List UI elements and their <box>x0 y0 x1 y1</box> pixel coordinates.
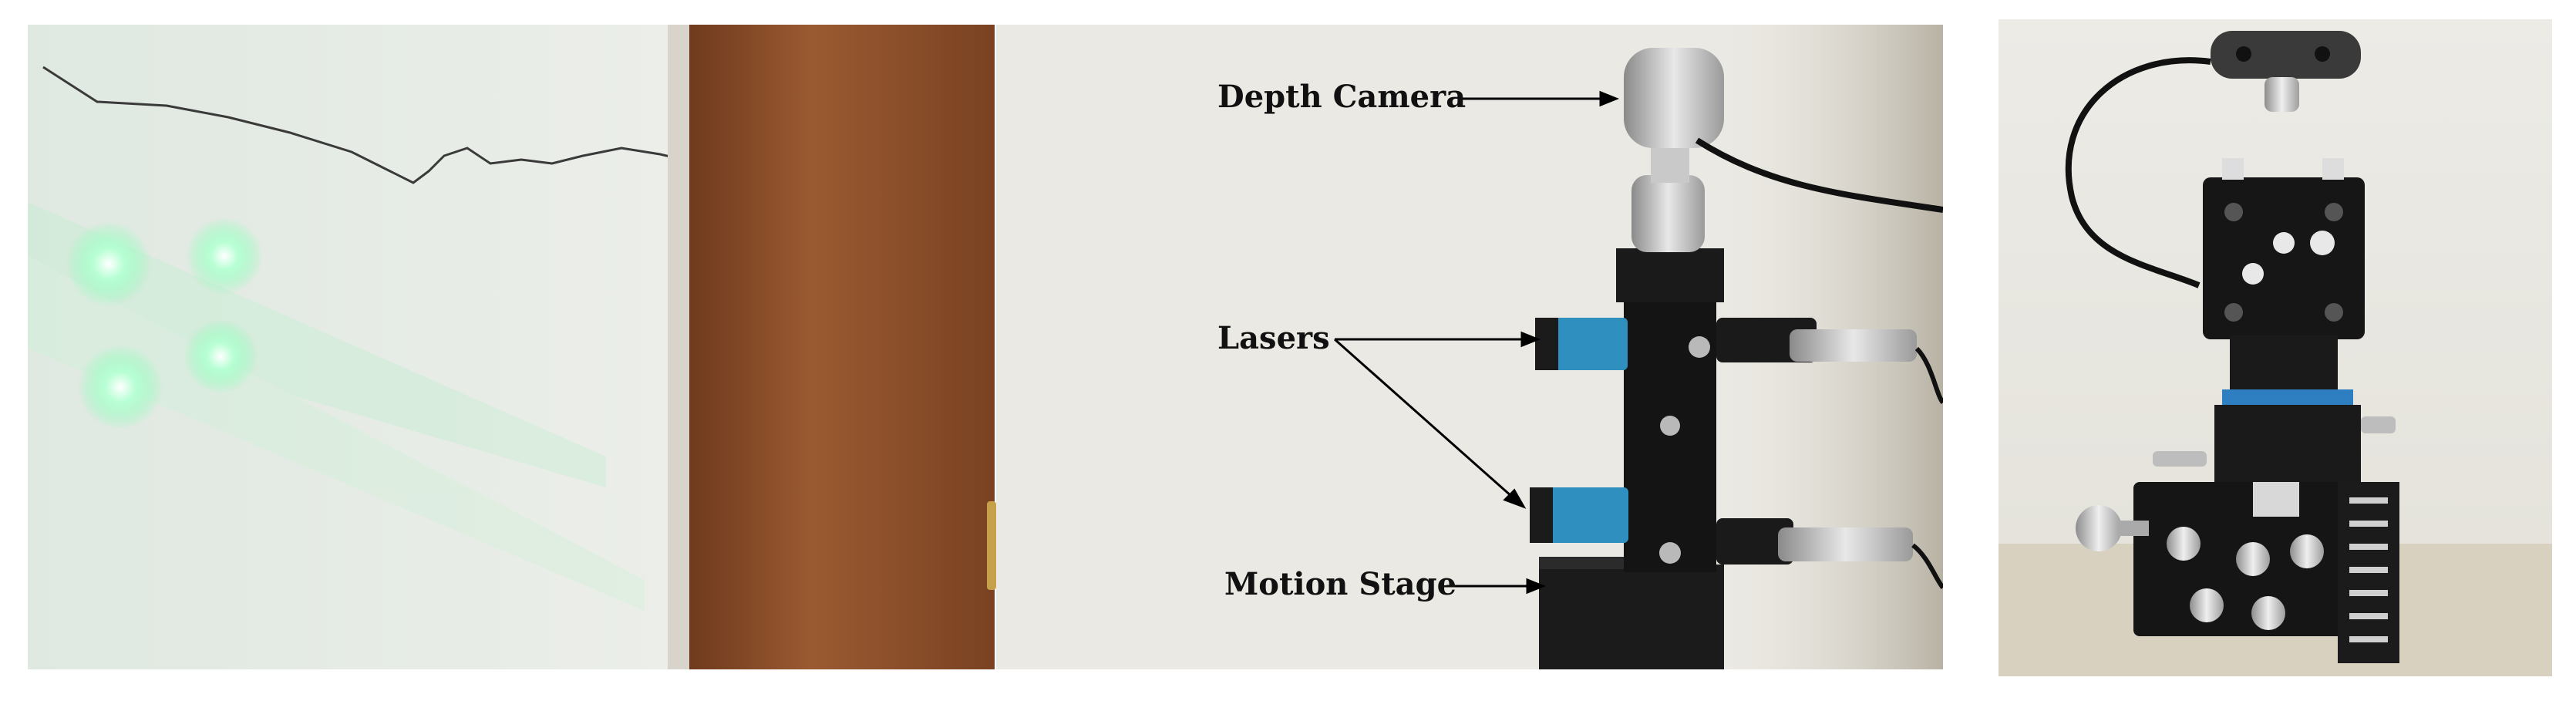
camera-cable <box>1695 137 1943 213</box>
left-photo <box>28 25 1943 669</box>
lasers-label: Lasers <box>1217 320 1330 356</box>
depth-camera-body <box>1624 48 1724 148</box>
blue-band <box>2222 389 2353 406</box>
wall-crack <box>42 66 684 184</box>
ball-head <box>1631 175 1705 252</box>
laser-dots <box>66 217 263 430</box>
laser-lower <box>1530 487 1913 565</box>
laser-dot <box>66 221 151 306</box>
top-plate <box>2203 177 2365 339</box>
xy-stage <box>2214 405 2361 490</box>
laser-haze <box>28 202 645 611</box>
door-hinge <box>987 501 996 590</box>
laser-cables <box>1911 346 1943 590</box>
door-frame-edge <box>668 25 689 669</box>
door <box>689 25 995 669</box>
motion-stage-label: Motion Stage <box>1224 566 1457 602</box>
depth-camera-label: Depth Camera <box>1217 79 1466 115</box>
wall-left <box>28 25 683 669</box>
left-photo-panel: Depth Camera Lasers Motion Stage <box>28 25 1943 669</box>
laser-dot <box>186 217 263 295</box>
camera-cable <box>2065 57 2211 288</box>
laser-upper <box>1535 318 1917 370</box>
laser-dot <box>184 319 258 393</box>
laser-dot <box>78 345 163 430</box>
depth-camera <box>2211 31 2361 79</box>
callout-arrows <box>1334 90 1620 595</box>
right-photo-panel <box>1999 19 2552 676</box>
right-photo <box>1999 19 2552 676</box>
motion-stage <box>1539 565 1724 669</box>
